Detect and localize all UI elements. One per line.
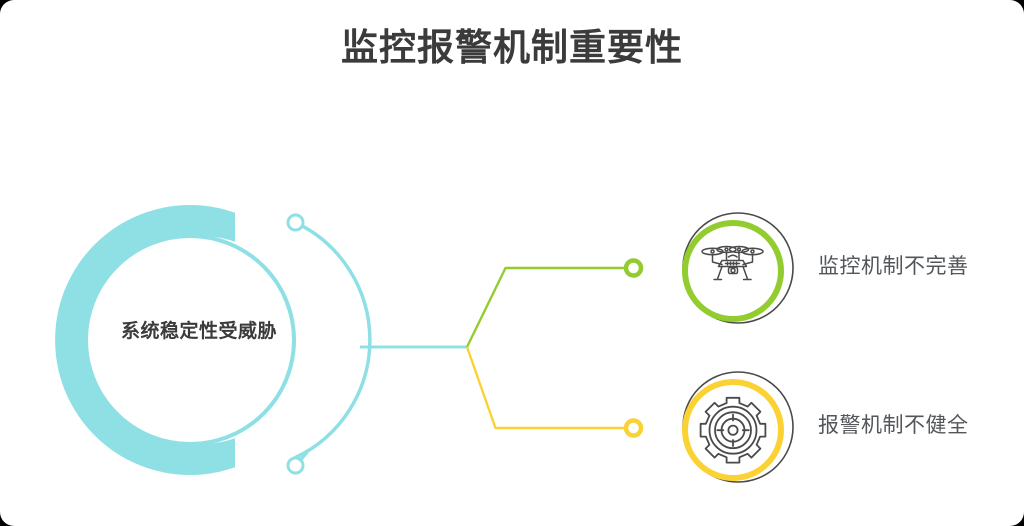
- connector-branch-bottom: [465, 346, 627, 430]
- hub-decor-node-bottom: [286, 456, 305, 475]
- branch-node-bottom: [623, 418, 644, 438]
- item-label-alerting: 报警机制不健全: [818, 414, 969, 437]
- drone-icon: [701, 245, 764, 281]
- badge-color-ring-top: [682, 220, 784, 322]
- gear-target-icon: [699, 396, 767, 464]
- hub-decor-arc-tail: [298, 450, 309, 462]
- hub-thick-arc: [55, 204, 235, 476]
- branch-node-top: [623, 258, 644, 278]
- icon-badge-gear[interactable]: [682, 371, 794, 483]
- icon-badge-drone[interactable]: [682, 212, 794, 324]
- hub-outer-decor-arc: [293, 220, 372, 460]
- item-label-monitoring: 监控机制不完善: [818, 255, 969, 278]
- hub-decor-node-top: [286, 213, 305, 232]
- hub-label: 系统稳定性受威胁: [120, 321, 277, 342]
- badge-color-ring-bottom: [682, 379, 784, 481]
- page-title: 监控报警机制重要性: [341, 27, 683, 68]
- hub-inner-ring: [84, 234, 296, 446]
- connector-branch-top: [465, 266, 627, 348]
